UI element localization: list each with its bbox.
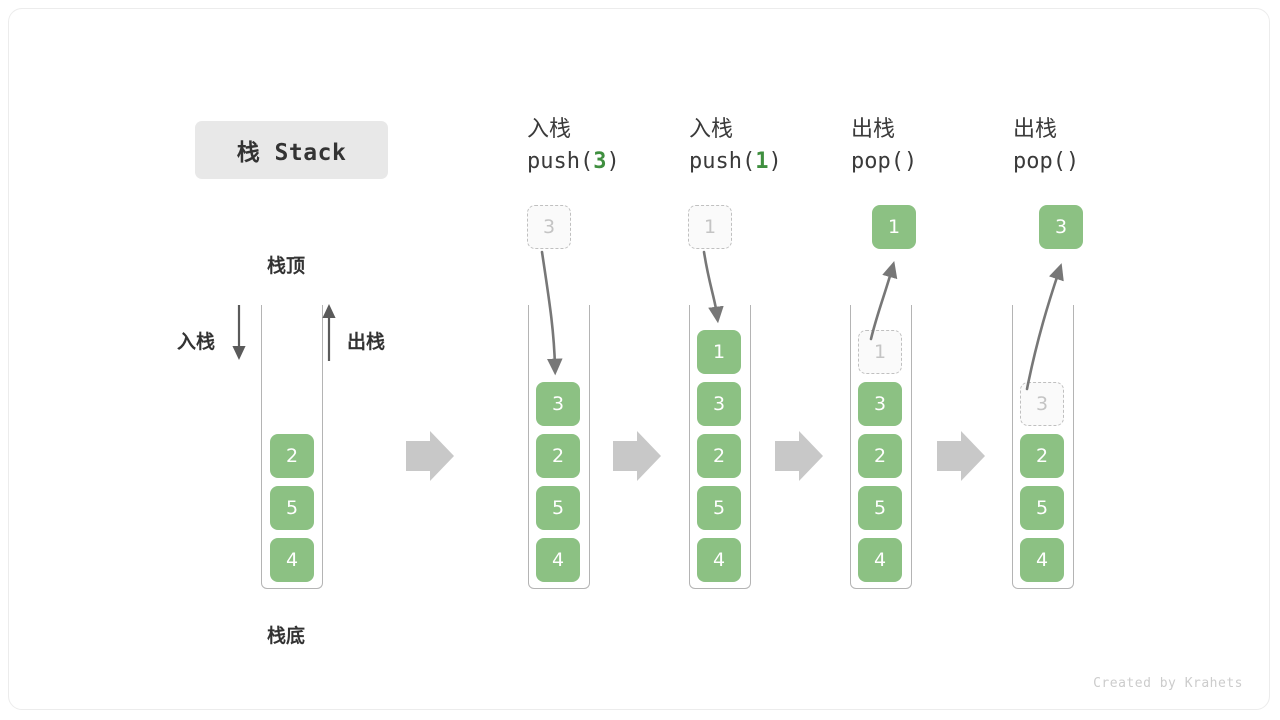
floating-ghost-cell: 1 xyxy=(688,205,732,249)
code-prefix: pop( xyxy=(851,149,904,174)
stack-cell: 3 xyxy=(697,382,741,426)
floating-popped-cell: 1 xyxy=(872,205,916,249)
step-arrow-4 xyxy=(937,431,985,481)
column-header-cjk: 出栈 xyxy=(851,117,896,142)
column-header-cjk: 入栈 xyxy=(689,117,734,142)
step-arrow-3 xyxy=(775,431,823,481)
code-suffix: ) xyxy=(768,149,782,174)
column-header-code: pop() xyxy=(851,145,1051,179)
column-header-code: push(3) xyxy=(527,145,727,179)
column-header-cjk: 出栈 xyxy=(1013,117,1058,142)
column-header-push-1: 入栈 push(1) xyxy=(689,115,889,179)
stack-cell: 2 xyxy=(270,434,314,478)
column-header-pop-2: 出栈 pop() xyxy=(1013,115,1213,179)
stack-cell: 4 xyxy=(270,538,314,582)
column-header-code: pop() xyxy=(1013,145,1213,179)
stack-cell: 5 xyxy=(270,486,314,530)
stack-bottom-label: 栈底 xyxy=(267,625,306,647)
title-badge: 栈 Stack xyxy=(195,121,388,179)
push-direction-label: 入栈 xyxy=(177,331,216,353)
floating-ghost-cell: 3 xyxy=(527,205,571,249)
code-prefix: pop( xyxy=(1013,149,1066,174)
code-suffix: ) xyxy=(1065,149,1080,174)
stack-cell: 1 xyxy=(697,330,741,374)
stack-cell: 4 xyxy=(536,538,580,582)
diagram-card: 栈 Stack 栈顶 栈底 入栈 出栈 2 5 4 入栈 push(3) 3 3… xyxy=(8,8,1270,710)
credit-text: Created by Krahets xyxy=(1093,676,1243,691)
code-suffix: ) xyxy=(903,149,918,174)
stack-cell: 5 xyxy=(1020,486,1064,530)
column-header-pop-1: 出栈 pop() xyxy=(851,115,1051,179)
column-header-push-3: 入栈 push(3) xyxy=(527,115,727,179)
stack-cell-ghost: 1 xyxy=(858,330,902,374)
stack-cell: 3 xyxy=(858,382,902,426)
stack-cell: 4 xyxy=(1020,538,1064,582)
stack-top-label: 栈顶 xyxy=(267,255,306,277)
code-argument: 3 xyxy=(593,149,607,174)
code-suffix: ) xyxy=(606,149,620,174)
stack-container-initial xyxy=(261,305,323,589)
stack-cell: 5 xyxy=(858,486,902,530)
stack-container-push-3 xyxy=(528,305,590,589)
stack-cell: 5 xyxy=(536,486,580,530)
stack-container-push-1 xyxy=(689,305,751,589)
code-prefix: push( xyxy=(689,149,756,174)
code-argument: 1 xyxy=(755,149,769,174)
stack-cell: 2 xyxy=(536,434,580,478)
column-header-cjk: 入栈 xyxy=(527,117,572,142)
pop-direction-label: 出栈 xyxy=(347,331,386,353)
step-arrow-1 xyxy=(406,431,454,481)
stack-cell-ghost: 3 xyxy=(1020,382,1064,426)
stack-cell: 4 xyxy=(697,538,741,582)
stack-cell: 2 xyxy=(1020,434,1064,478)
step-arrow-2 xyxy=(613,431,661,481)
stack-cell: 2 xyxy=(858,434,902,478)
stack-container-pop-2 xyxy=(1012,305,1074,589)
stack-cell: 2 xyxy=(697,434,741,478)
stack-cell: 3 xyxy=(536,382,580,426)
stack-container-pop-1 xyxy=(850,305,912,589)
floating-popped-cell: 3 xyxy=(1039,205,1083,249)
stack-cell: 4 xyxy=(858,538,902,582)
code-prefix: push( xyxy=(527,149,594,174)
stack-cell: 5 xyxy=(697,486,741,530)
column-header-code: push(1) xyxy=(689,145,889,179)
